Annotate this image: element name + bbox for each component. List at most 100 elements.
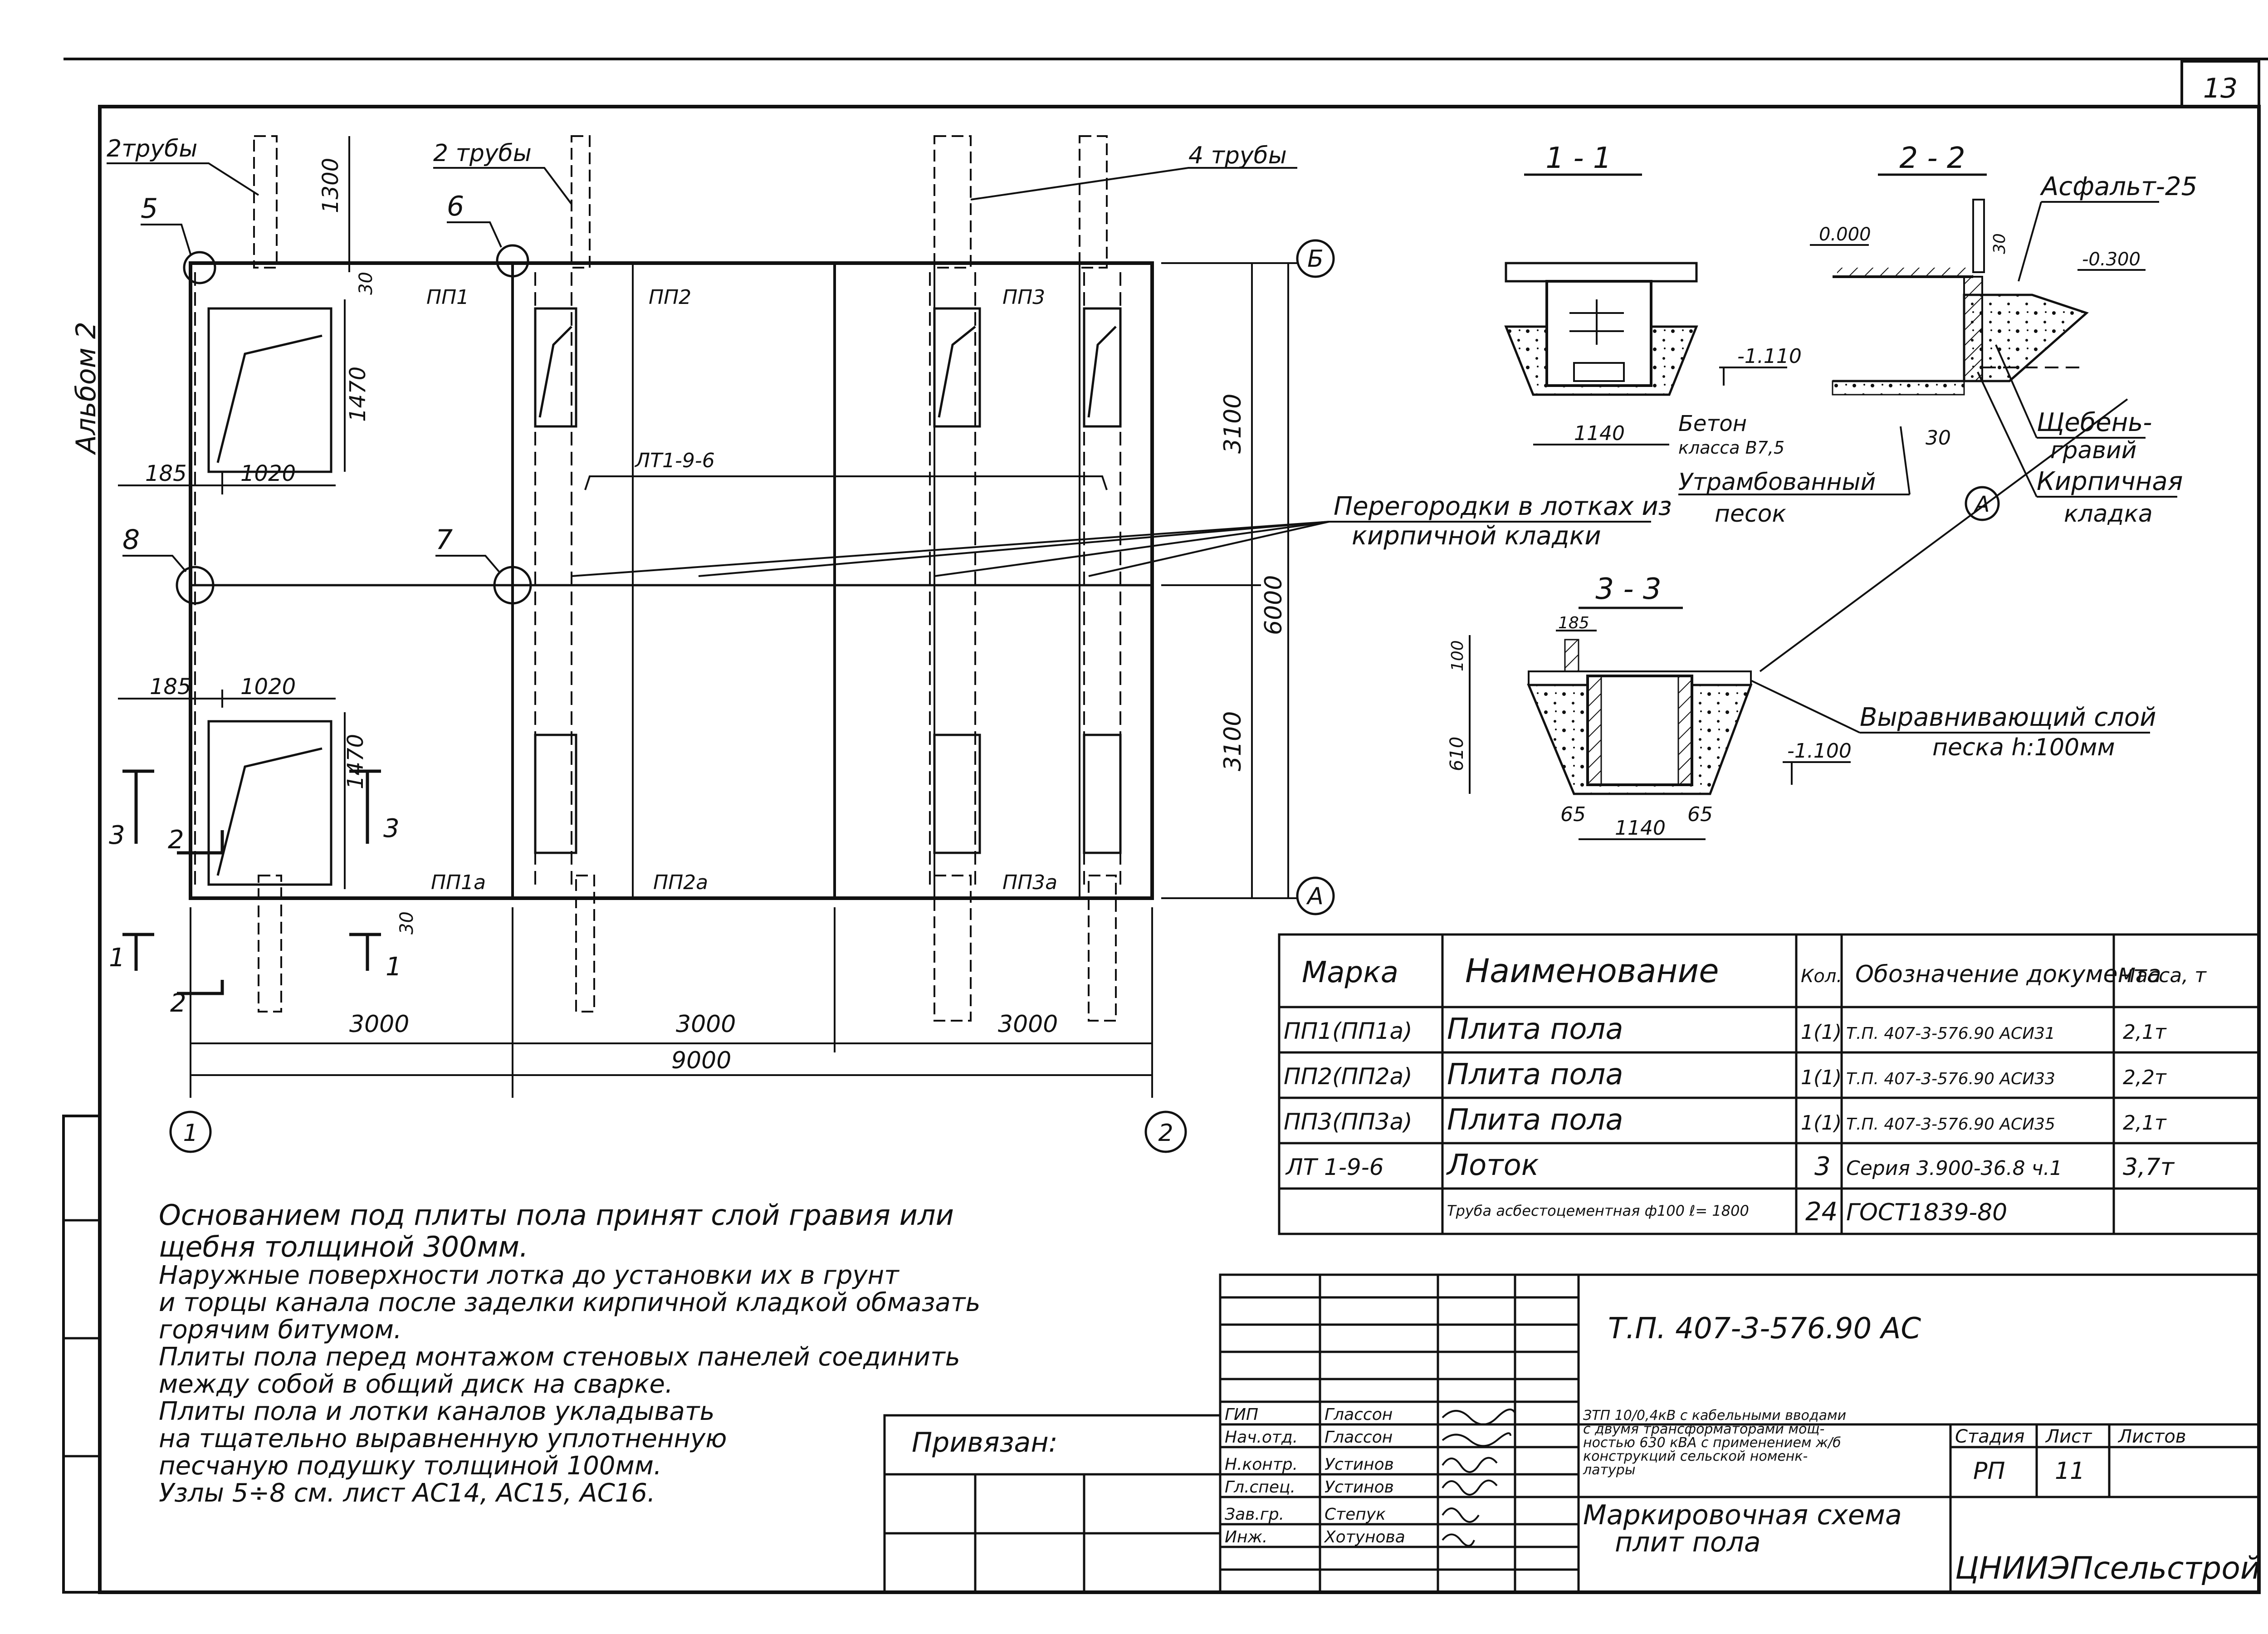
- spec-header-mark: Марка: [1302, 956, 1398, 989]
- node-markers: [176, 244, 532, 605]
- spec-r3-name: Плита пола: [1447, 1103, 1623, 1137]
- section-2-lower: 2: [170, 988, 186, 1018]
- role-1: ГИП: [1225, 1405, 1258, 1424]
- node-8: 8: [122, 524, 140, 556]
- axis-a: А: [1306, 883, 1324, 910]
- name-1: Глассон: [1325, 1405, 1393, 1424]
- node-5: 5: [141, 193, 158, 225]
- sec11-dim-1140: 1140: [1574, 422, 1625, 445]
- dim-1020-bot: 1020: [240, 674, 296, 700]
- sheet-header: Лист: [2045, 1426, 2092, 1447]
- organization: ЦНИИЭПсельстрой: [1955, 1551, 2260, 1586]
- spec-table: Марка Наименование Кол. Обозначение доку…: [1278, 933, 2260, 1235]
- privyazan-label: Привязан:: [912, 1427, 1058, 1458]
- drawing-title-1: Маркировочная схема: [1583, 1499, 1902, 1531]
- axis-1: 1: [183, 1120, 198, 1147]
- sec22-node-a: А: [1974, 492, 1990, 517]
- dim-3000-2: 3000: [676, 1011, 736, 1038]
- sec22-dim-30a: 30: [1990, 233, 2009, 254]
- sec22-lvl-m300: -0.300: [2082, 249, 2141, 270]
- note-line-8: Плиты пола и лотки каналов укладывать: [159, 1397, 715, 1426]
- stage-header: Стадия: [1955, 1426, 2024, 1447]
- project-line-1: ЗТП 10/0,4кВ с кабельными вводами: [1583, 1408, 1846, 1424]
- sheet-number: 13: [2203, 73, 2238, 104]
- spec-r4-mark: ЛТ 1-9-6: [1285, 1154, 1384, 1180]
- section-marks: [122, 769, 381, 995]
- dim-3000-1: 3000: [349, 1011, 409, 1038]
- sec33-dim-185: 185: [1558, 614, 1589, 632]
- dim-3100-bot: 3100: [1219, 711, 1246, 771]
- spec-header-doc: Обозначение документа: [1855, 961, 2161, 988]
- cable-channels: [194, 272, 1121, 889]
- stage-value: РП: [1973, 1458, 2005, 1485]
- section-3-left: 3: [109, 821, 125, 850]
- dim-1470-top: 1470: [345, 367, 371, 422]
- name-2: Глассон: [1325, 1428, 1393, 1447]
- pipes-right-callout: 4 трубы: [1188, 142, 1287, 169]
- role-2: Нач.отд.: [1225, 1428, 1298, 1447]
- section-3-right: 3: [383, 814, 400, 843]
- partition-note-2: кирпичной кладки: [1352, 521, 1601, 551]
- spec-r1-mass: 2,1т: [2123, 1021, 2167, 1044]
- note-line-5: горячим битумом.: [159, 1315, 402, 1345]
- plate-pp3a: ПП3а: [1002, 871, 1057, 894]
- sec33-dim-610: 610: [1447, 737, 1467, 771]
- sec11-beton: Бетон: [1678, 411, 1747, 436]
- spec-r1-qty: 1(1): [1801, 1021, 1842, 1044]
- project-line-3: ностью 630 кВА с применением ж/б: [1583, 1435, 1841, 1451]
- note-line-4: и торцы канала после заделки кирпичной к…: [159, 1288, 980, 1317]
- section-1-left: 1: [109, 943, 125, 973]
- note-line-3: Наружные поверхности лотка до установки …: [159, 1261, 899, 1290]
- spec-r2-mass: 2,2т: [2123, 1066, 2167, 1089]
- sec33-title: 3 - 3: [1595, 572, 1661, 606]
- sec22-lvl0: 0.000: [1819, 224, 1871, 245]
- spec-r5-name: Труба асбестоцементная ф100 ℓ= 1800: [1447, 1202, 1749, 1219]
- spec-r5-doc: ГОСТ1839-80: [1846, 1199, 2007, 1226]
- project-line-2: с двумя трансформаторами мощ-: [1583, 1421, 1825, 1437]
- node-7: 7: [435, 524, 453, 556]
- pipes-mid-callout: 2 трубы: [433, 140, 532, 167]
- project-line-5: латуры: [1583, 1462, 1636, 1478]
- title-block: Привязан: Т.П. 407-3-576.90 АС ГИП Нач.о…: [883, 1273, 2260, 1594]
- spec-r5-qty: 24: [1805, 1197, 1838, 1227]
- plate-pp1: ПП1: [426, 286, 469, 309]
- sec22-gravel-2: гравий: [2050, 437, 2136, 464]
- drawing-title-2: плит пола: [1615, 1526, 1761, 1558]
- spec-r2-mark: ПП2(ПП2а): [1284, 1063, 1413, 1090]
- role-4: Гл.спец.: [1225, 1478, 1295, 1497]
- node-6: 6: [447, 191, 464, 222]
- spec-r4-doc: Серия 3.900-36.8 ч.1: [1846, 1157, 2063, 1180]
- spec-r4-qty: 3: [1814, 1152, 1831, 1181]
- spec-r1-mark: ПП1(ПП1а): [1284, 1018, 1413, 1044]
- name-6: Хотунова: [1324, 1528, 1405, 1546]
- sheet-value: 11: [2055, 1458, 2085, 1485]
- plate-openings: [207, 307, 1122, 886]
- dim-3000-3: 3000: [998, 1011, 1058, 1038]
- partition-note-1: Перегородки в лотках из: [1334, 492, 1672, 521]
- sec22-dim-30b: 30: [1926, 426, 1951, 450]
- section-3-3: 3 - 3 185 100 610 65 65 1140 -1.100 Выра…: [1447, 398, 2156, 840]
- spec-r3-mass: 2,1т: [2123, 1111, 2167, 1135]
- spec-r1-doc: Т.П. 407-3-576.90 АСИ31: [1846, 1024, 2055, 1043]
- sec22-brick-2: кладка: [2064, 500, 2153, 528]
- spec-header-mass: Масса, т: [2118, 964, 2207, 987]
- dim-6000: 6000: [1260, 575, 1287, 635]
- section-1-1: 1 - 1 1140 -1.110 Бетон класса В7,5 Утра…: [1504, 142, 1911, 528]
- sheets-header: Листов: [2117, 1426, 2186, 1447]
- plate-pp2: ПП2: [649, 286, 691, 309]
- role-3: Н.контр.: [1225, 1455, 1298, 1474]
- sec33-layer-2: песка h:100мм: [1932, 734, 2115, 761]
- sec22-asphalt: Асфальт-25: [2040, 172, 2197, 201]
- sec11-beton-class: класса В7,5: [1678, 438, 1784, 458]
- signatures: [1442, 1409, 1516, 1547]
- spec-header-qty: Кол.: [1801, 966, 1842, 987]
- note-line-11: Узлы 5÷8 см. лист АС14, АС15, АС16.: [159, 1478, 655, 1508]
- axis-bubbles: [169, 239, 1335, 1153]
- plan-outline: [189, 261, 1154, 900]
- role-6: Инж.: [1225, 1528, 1267, 1546]
- general-notes: Основанием под плиты пола принят слой гр…: [159, 1199, 980, 1508]
- note-line-1: Основанием под плиты пола принят слой гр…: [159, 1199, 954, 1232]
- sec33-level: -1.100: [1787, 739, 1852, 763]
- sec11-title: 1 - 1: [1545, 142, 1611, 175]
